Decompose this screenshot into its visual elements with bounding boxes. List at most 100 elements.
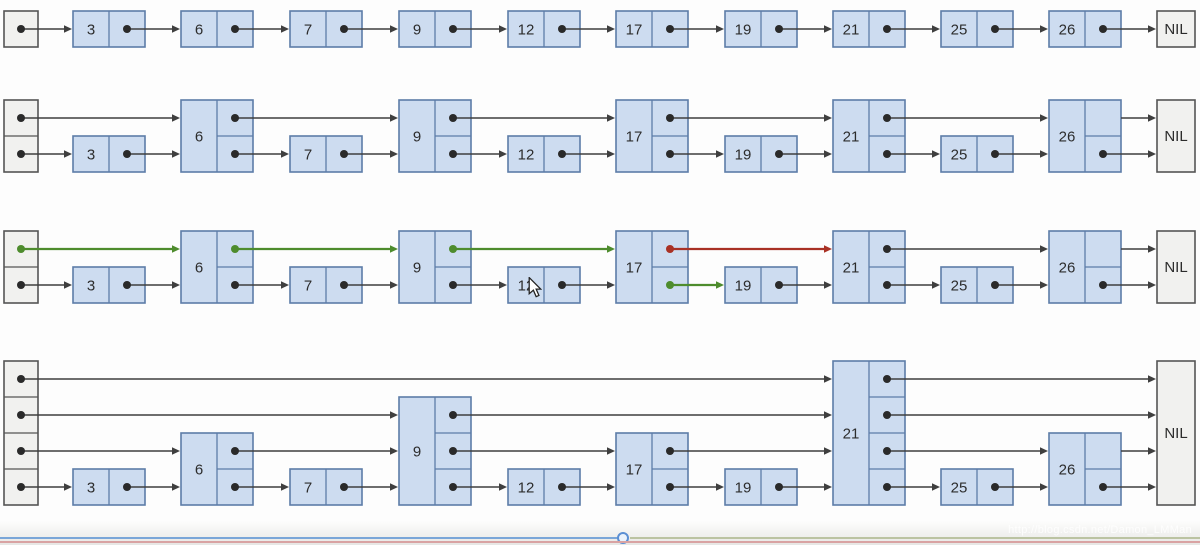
pointer-dot bbox=[883, 150, 891, 158]
pointer-dot bbox=[231, 483, 239, 491]
pointer-dot bbox=[775, 150, 783, 158]
node-value-label: 3 bbox=[87, 22, 95, 39]
pointer-arrowhead bbox=[1148, 245, 1156, 253]
node-value-label: 7 bbox=[304, 278, 312, 295]
mouse-cursor bbox=[528, 277, 542, 298]
pointer-arrowhead bbox=[932, 25, 940, 33]
pointer-dot bbox=[883, 114, 891, 122]
node-value-label: 9 bbox=[413, 22, 421, 39]
pointer-arrowhead bbox=[1148, 411, 1156, 419]
pointer-arrowhead bbox=[172, 114, 180, 122]
pointer-dot bbox=[883, 447, 891, 455]
node-value-label: 19 bbox=[735, 147, 752, 164]
pointer-dot bbox=[231, 150, 239, 158]
pointer-dot bbox=[17, 245, 25, 253]
pointer-arrowhead bbox=[390, 281, 398, 289]
nil-box bbox=[1156, 360, 1196, 506]
pointer-arrowhead bbox=[824, 245, 832, 253]
pointer-arrowhead bbox=[390, 411, 398, 419]
pointer-dot bbox=[449, 114, 457, 122]
pointer-arrowhead bbox=[1040, 483, 1048, 491]
pointer-dot bbox=[340, 150, 348, 158]
pointer-arrowhead bbox=[1148, 483, 1156, 491]
pointer-dot bbox=[123, 150, 131, 158]
pointer-arrowhead bbox=[499, 483, 507, 491]
pointer-dot bbox=[17, 281, 25, 289]
pointer-arrowhead bbox=[716, 25, 724, 33]
pointer-dot bbox=[17, 411, 25, 419]
pointer-arrowhead bbox=[172, 281, 180, 289]
pointer-dot bbox=[775, 483, 783, 491]
node-value-label: 6 bbox=[195, 22, 203, 39]
pointer-dot bbox=[231, 25, 239, 33]
pointer-dot bbox=[883, 25, 891, 33]
pointer-dot bbox=[123, 483, 131, 491]
pointer-arrowhead bbox=[499, 150, 507, 158]
pointer-arrowhead bbox=[1148, 150, 1156, 158]
node-value-label: 9 bbox=[413, 260, 421, 277]
nil-label: NIL bbox=[1164, 21, 1187, 38]
pointer-arrowhead bbox=[390, 447, 398, 455]
node-value-label: 26 bbox=[1059, 260, 1076, 277]
pointer-arrowhead bbox=[1040, 245, 1048, 253]
pointer-arrowhead bbox=[281, 25, 289, 33]
node-value-label: 12 bbox=[518, 480, 535, 497]
pointer-arrowhead bbox=[64, 150, 72, 158]
pointer-dot bbox=[449, 245, 457, 253]
pointer-arrowhead bbox=[824, 281, 832, 289]
pointer-dot bbox=[883, 375, 891, 383]
seek-bar-remaining[interactable] bbox=[630, 537, 1200, 539]
pointer-dot bbox=[1099, 150, 1107, 158]
pointer-arrowhead bbox=[824, 375, 832, 383]
player-bottom-bar: http://blog.csdn.net/Damon_LMMan bbox=[0, 521, 1200, 545]
node-value-label: 9 bbox=[413, 444, 421, 461]
pointer-arrowhead bbox=[932, 281, 940, 289]
node-value-label: 17 bbox=[626, 129, 643, 146]
pointer-arrowhead bbox=[281, 483, 289, 491]
node-value-label: 3 bbox=[87, 480, 95, 497]
pointer-dot bbox=[17, 483, 25, 491]
pointer-arrowhead bbox=[607, 281, 615, 289]
node-value-label: 25 bbox=[951, 480, 968, 497]
node-value-label: 19 bbox=[735, 480, 752, 497]
pointer-dot bbox=[558, 281, 566, 289]
pointer-dot bbox=[991, 150, 999, 158]
pointer-arrowhead bbox=[281, 281, 289, 289]
pointer-arrowhead bbox=[607, 447, 615, 455]
pointer-arrowhead bbox=[64, 281, 72, 289]
pointer-arrowhead bbox=[1040, 114, 1048, 122]
pointer-dot bbox=[666, 281, 674, 289]
nil-box bbox=[1156, 230, 1196, 304]
seek-bar-played[interactable] bbox=[0, 537, 622, 539]
pointer-arrowhead bbox=[824, 25, 832, 33]
pointer-dot bbox=[666, 150, 674, 158]
pointer-arrowhead bbox=[390, 114, 398, 122]
node-value-label: 21 bbox=[843, 260, 860, 277]
pointer-dot bbox=[123, 25, 131, 33]
pointer-dot bbox=[775, 25, 783, 33]
pointer-arrowhead bbox=[1148, 25, 1156, 33]
pointer-arrowhead bbox=[932, 483, 940, 491]
pointer-arrowhead bbox=[390, 25, 398, 33]
node-value-label: 6 bbox=[195, 129, 203, 146]
nil-label: NIL bbox=[1164, 128, 1187, 145]
pointer-dot bbox=[17, 375, 25, 383]
pointer-dot bbox=[231, 245, 239, 253]
pointer-dot bbox=[991, 281, 999, 289]
pointer-arrowhead bbox=[607, 150, 615, 158]
node-value-label: 7 bbox=[304, 480, 312, 497]
pointer-dot bbox=[1099, 281, 1107, 289]
pointer-arrowhead bbox=[390, 483, 398, 491]
pointer-arrowhead bbox=[64, 25, 72, 33]
pointer-arrowhead bbox=[607, 483, 615, 491]
pointer-dot bbox=[775, 281, 783, 289]
pointer-dot bbox=[231, 281, 239, 289]
nil-box bbox=[1156, 99, 1196, 173]
pointer-dot bbox=[883, 281, 891, 289]
pointer-dot bbox=[991, 25, 999, 33]
pointer-arrowhead bbox=[607, 114, 615, 122]
